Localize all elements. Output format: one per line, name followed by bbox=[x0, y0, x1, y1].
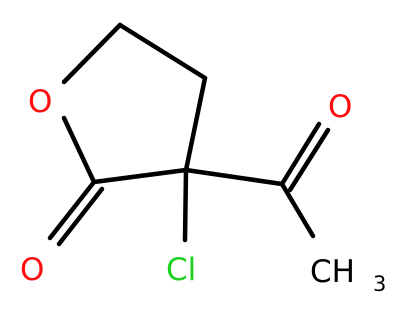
bond-acetyl-double-1 bbox=[279, 121, 322, 187]
bond-acetyl-methyl bbox=[279, 181, 316, 239]
bond-ring-top bbox=[117, 22, 208, 81]
ring-oxygen-label: O bbox=[28, 84, 52, 120]
bond-ring-o-c2 bbox=[61, 115, 97, 185]
bond-ring-bottom bbox=[91, 167, 189, 185]
bond-ring-right bbox=[183, 75, 208, 173]
methyl-subscript: 3 bbox=[373, 272, 386, 296]
bond-c3-acetyl bbox=[183, 167, 285, 187]
carbonyl-oxygen-label: O bbox=[20, 252, 44, 288]
bond-carbonyl-double-2 bbox=[56, 186, 105, 247]
bond-carbonyl-double-1 bbox=[47, 179, 97, 241]
bond-c3-chlorine bbox=[182, 167, 189, 243]
bond-group bbox=[47, 22, 331, 247]
acetyl-oxygen-label: O bbox=[328, 89, 352, 125]
chlorine-label: Cl bbox=[166, 252, 196, 288]
methyl-label: CH bbox=[310, 254, 355, 290]
bond-ring-o-c5 bbox=[61, 22, 123, 85]
bond-acetyl-double-2 bbox=[287, 127, 331, 193]
